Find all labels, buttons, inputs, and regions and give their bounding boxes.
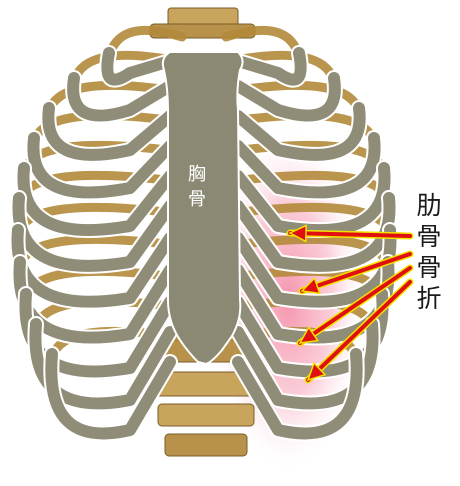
sternum-label: 胸 骨 bbox=[186, 162, 208, 212]
rib-fracture-label: 肋 骨 骨 折 bbox=[414, 190, 444, 314]
spine-lower-vertebra-3 bbox=[158, 404, 254, 426]
spine-bottom-vertebra bbox=[165, 434, 247, 456]
